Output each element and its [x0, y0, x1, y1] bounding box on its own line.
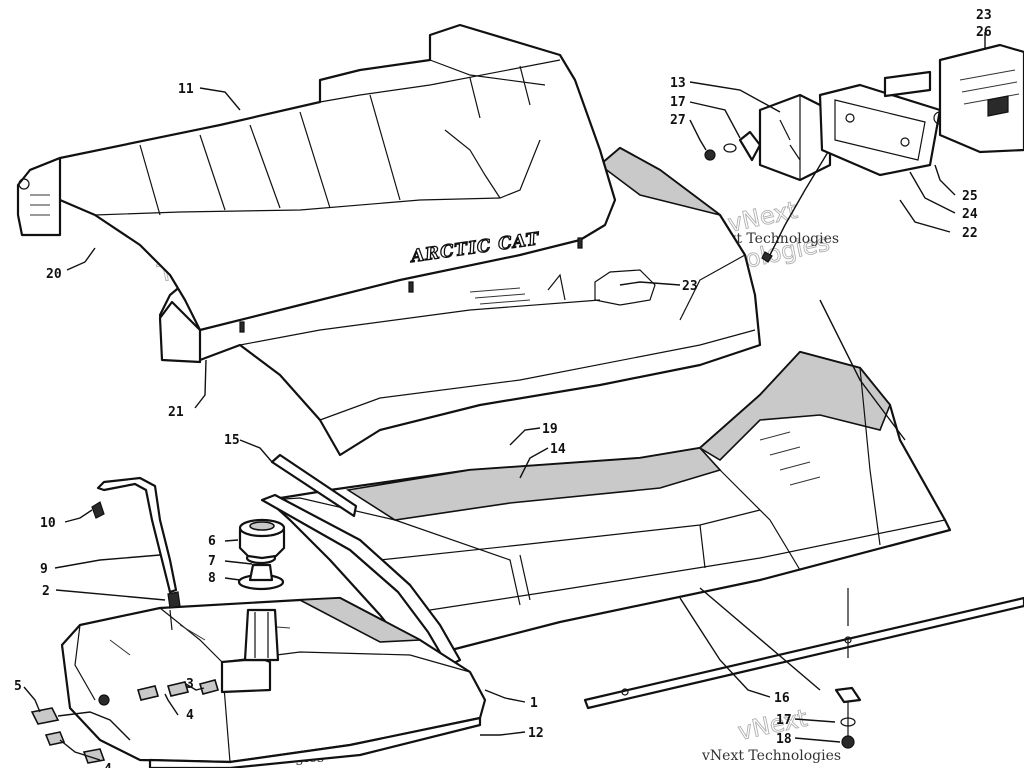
callout-6: 6	[208, 534, 216, 549]
callout-23-hook: 23	[682, 279, 698, 294]
callout-27: 27	[670, 113, 686, 128]
callout-24: 24	[962, 207, 978, 222]
callout-18: 18	[776, 732, 792, 747]
callout-1: 1	[530, 696, 538, 711]
callout-17-bottom: 17	[776, 713, 792, 728]
callout-22: 22	[962, 226, 978, 241]
callout-13: 13	[670, 76, 686, 91]
callout-2: 2	[42, 584, 50, 599]
callout-26: 26	[976, 25, 992, 40]
callout-25: 25	[962, 189, 978, 204]
callout-7: 7	[208, 554, 216, 569]
callout-15: 15	[224, 433, 240, 448]
callout-3: 3	[186, 677, 194, 692]
hood-panel	[158, 146, 762, 457]
callout-11: 11	[178, 82, 194, 97]
fuel-tank-assembly	[30, 453, 487, 768]
callout-23-light: 23	[976, 8, 992, 23]
callout-14: 14	[550, 442, 566, 457]
callout-20: 20	[46, 267, 62, 282]
leader-lines	[23, 32, 986, 743]
callout-16: 16	[774, 691, 790, 706]
watermark-small: vNext Technologies	[701, 748, 841, 764]
chassis-pan	[260, 350, 952, 668]
callout-21: 21	[168, 405, 184, 420]
callout-9: 9	[40, 562, 48, 577]
callout-labels: 11 20 21 19 14 23 13 17 27 23 26 25 24 2…	[14, 8, 992, 768]
callout-10: 10	[40, 516, 56, 531]
callout-12: 12	[528, 726, 544, 741]
callout-19: 19	[542, 422, 558, 437]
watermark-large-top: vNext	[735, 704, 809, 746]
callout-8: 8	[208, 571, 216, 586]
taillight-assembly	[704, 43, 1024, 263]
seat-cushion: ARCTIC CAT	[16, 23, 617, 364]
callout-5: 5	[14, 679, 22, 694]
trim-rod-assembly	[583, 588, 1024, 749]
callout-4-lower: 4	[104, 762, 112, 768]
callout-17-top: 17	[670, 95, 686, 110]
callout-4-upper: 4	[186, 708, 194, 723]
